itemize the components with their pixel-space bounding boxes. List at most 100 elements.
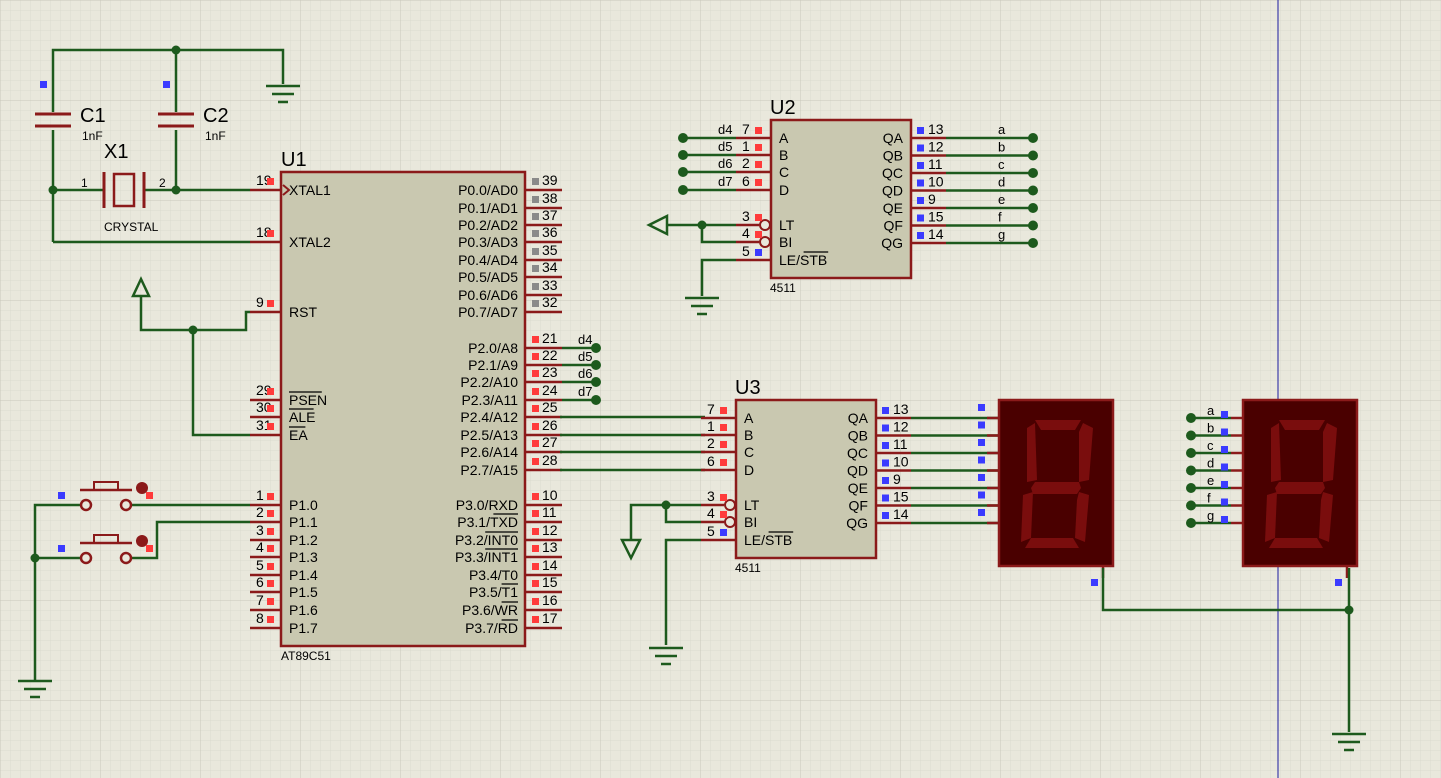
u2-pin-d[interactable]: 6D — [736, 173, 789, 198]
seven-segment-display-2[interactable] — [1231, 398, 1359, 578]
net-terminal[interactable] — [591, 343, 601, 353]
u3-pin-lt[interactable]: 3LT — [701, 488, 760, 513]
net-terminal[interactable] — [1028, 238, 1038, 248]
net-terminal[interactable] — [678, 185, 688, 195]
net-terminal[interactable] — [591, 377, 601, 387]
net-terminal[interactable] — [1186, 483, 1196, 493]
u1-pin-p1.6[interactable]: 7P1.6 — [250, 592, 318, 618]
u1-pin-p1.3[interactable]: 4P1.3 — [250, 539, 318, 565]
net-terminal[interactable] — [591, 395, 601, 405]
mcu-u1[interactable]: U1 AT89C51 19XTAL118XTAL29RST29PSEN30ALE… — [250, 149, 562, 663]
net-terminal[interactable] — [591, 360, 601, 370]
net-terminal[interactable] — [1186, 518, 1196, 528]
u1-pin-p1.0[interactable]: 1P1.0 — [250, 487, 318, 513]
net-terminal[interactable] — [1028, 150, 1038, 161]
u2-control-wiring[interactable] — [646, 213, 736, 316]
button-p11[interactable] — [58, 534, 153, 565]
net-terminal[interactable] — [1028, 220, 1038, 231]
net-terminal[interactable] — [1028, 168, 1038, 178]
u3-pin-qe[interactable]: 9QE — [848, 471, 911, 496]
net-terminal[interactable] — [1028, 203, 1038, 213]
button-p10[interactable] — [58, 481, 153, 512]
display-common-wiring[interactable] — [1091, 568, 1366, 752]
net-terminal[interactable] — [1186, 413, 1196, 423]
u3-pin-bi[interactable]: 4BI — [701, 505, 757, 530]
u2-pin-qe[interactable]: 9QE — [883, 191, 946, 216]
net-terminal[interactable] — [678, 133, 688, 143]
u2-pin-a[interactable]: 7A — [736, 121, 789, 146]
seven-segment-display-1[interactable] — [987, 398, 1115, 578]
u2-pin-b[interactable]: 1B — [736, 138, 788, 163]
capacitor-c1[interactable]: C1 1nF — [35, 81, 106, 143]
net-terminal[interactable] — [1186, 465, 1196, 476]
net-terminal[interactable] — [1028, 185, 1038, 196]
u3-pin-d[interactable]: 6D — [701, 453, 754, 478]
u2-pin-lt[interactable]: 3LT — [736, 208, 795, 233]
u3-pin-b[interactable]: 1B — [701, 418, 753, 443]
bus-p2-to-u3[interactable] — [560, 415, 705, 472]
net-terminal[interactable] — [678, 150, 688, 160]
u2-pin-le-stb[interactable]: 5LE/STB — [736, 243, 829, 268]
u1-pin-p1.1[interactable]: 2P1.1 — [250, 504, 318, 530]
net-terminal[interactable] — [1028, 133, 1038, 143]
u1-pin-p1.2[interactable]: 3P1.2 — [250, 522, 318, 548]
u2-pin-c[interactable]: 2C — [736, 155, 789, 180]
u1-pin-p1.5[interactable]: 6P1.5 — [250, 574, 318, 600]
u3-pin-le-stb[interactable]: 5LE/STB — [701, 523, 794, 548]
push-buttons[interactable] — [18, 481, 250, 699]
crystal-x1[interactable]: X1 CRYSTAL 1 2 — [81, 141, 166, 234]
u3-control-wiring[interactable] — [619, 500, 701, 666]
capacitor-c2[interactable]: C2 1nF — [158, 81, 229, 143]
u3-display-wiring[interactable] — [911, 404, 998, 525]
reset-circuit[interactable] — [131, 276, 250, 437]
net-terminal[interactable] — [1186, 448, 1196, 458]
u3-pin-c[interactable]: 2C — [701, 435, 754, 460]
net-terminal[interactable] — [1186, 500, 1196, 511]
u1-pin-p1.7[interactable]: 8P1.7 — [250, 610, 318, 636]
u3-pin-a[interactable]: 7A — [701, 401, 754, 426]
oscillator-circuit[interactable]: C1 1nF C2 1nF X1 CRYSTAL 1 2 — [35, 45, 300, 244]
net-terminal[interactable] — [678, 167, 688, 177]
